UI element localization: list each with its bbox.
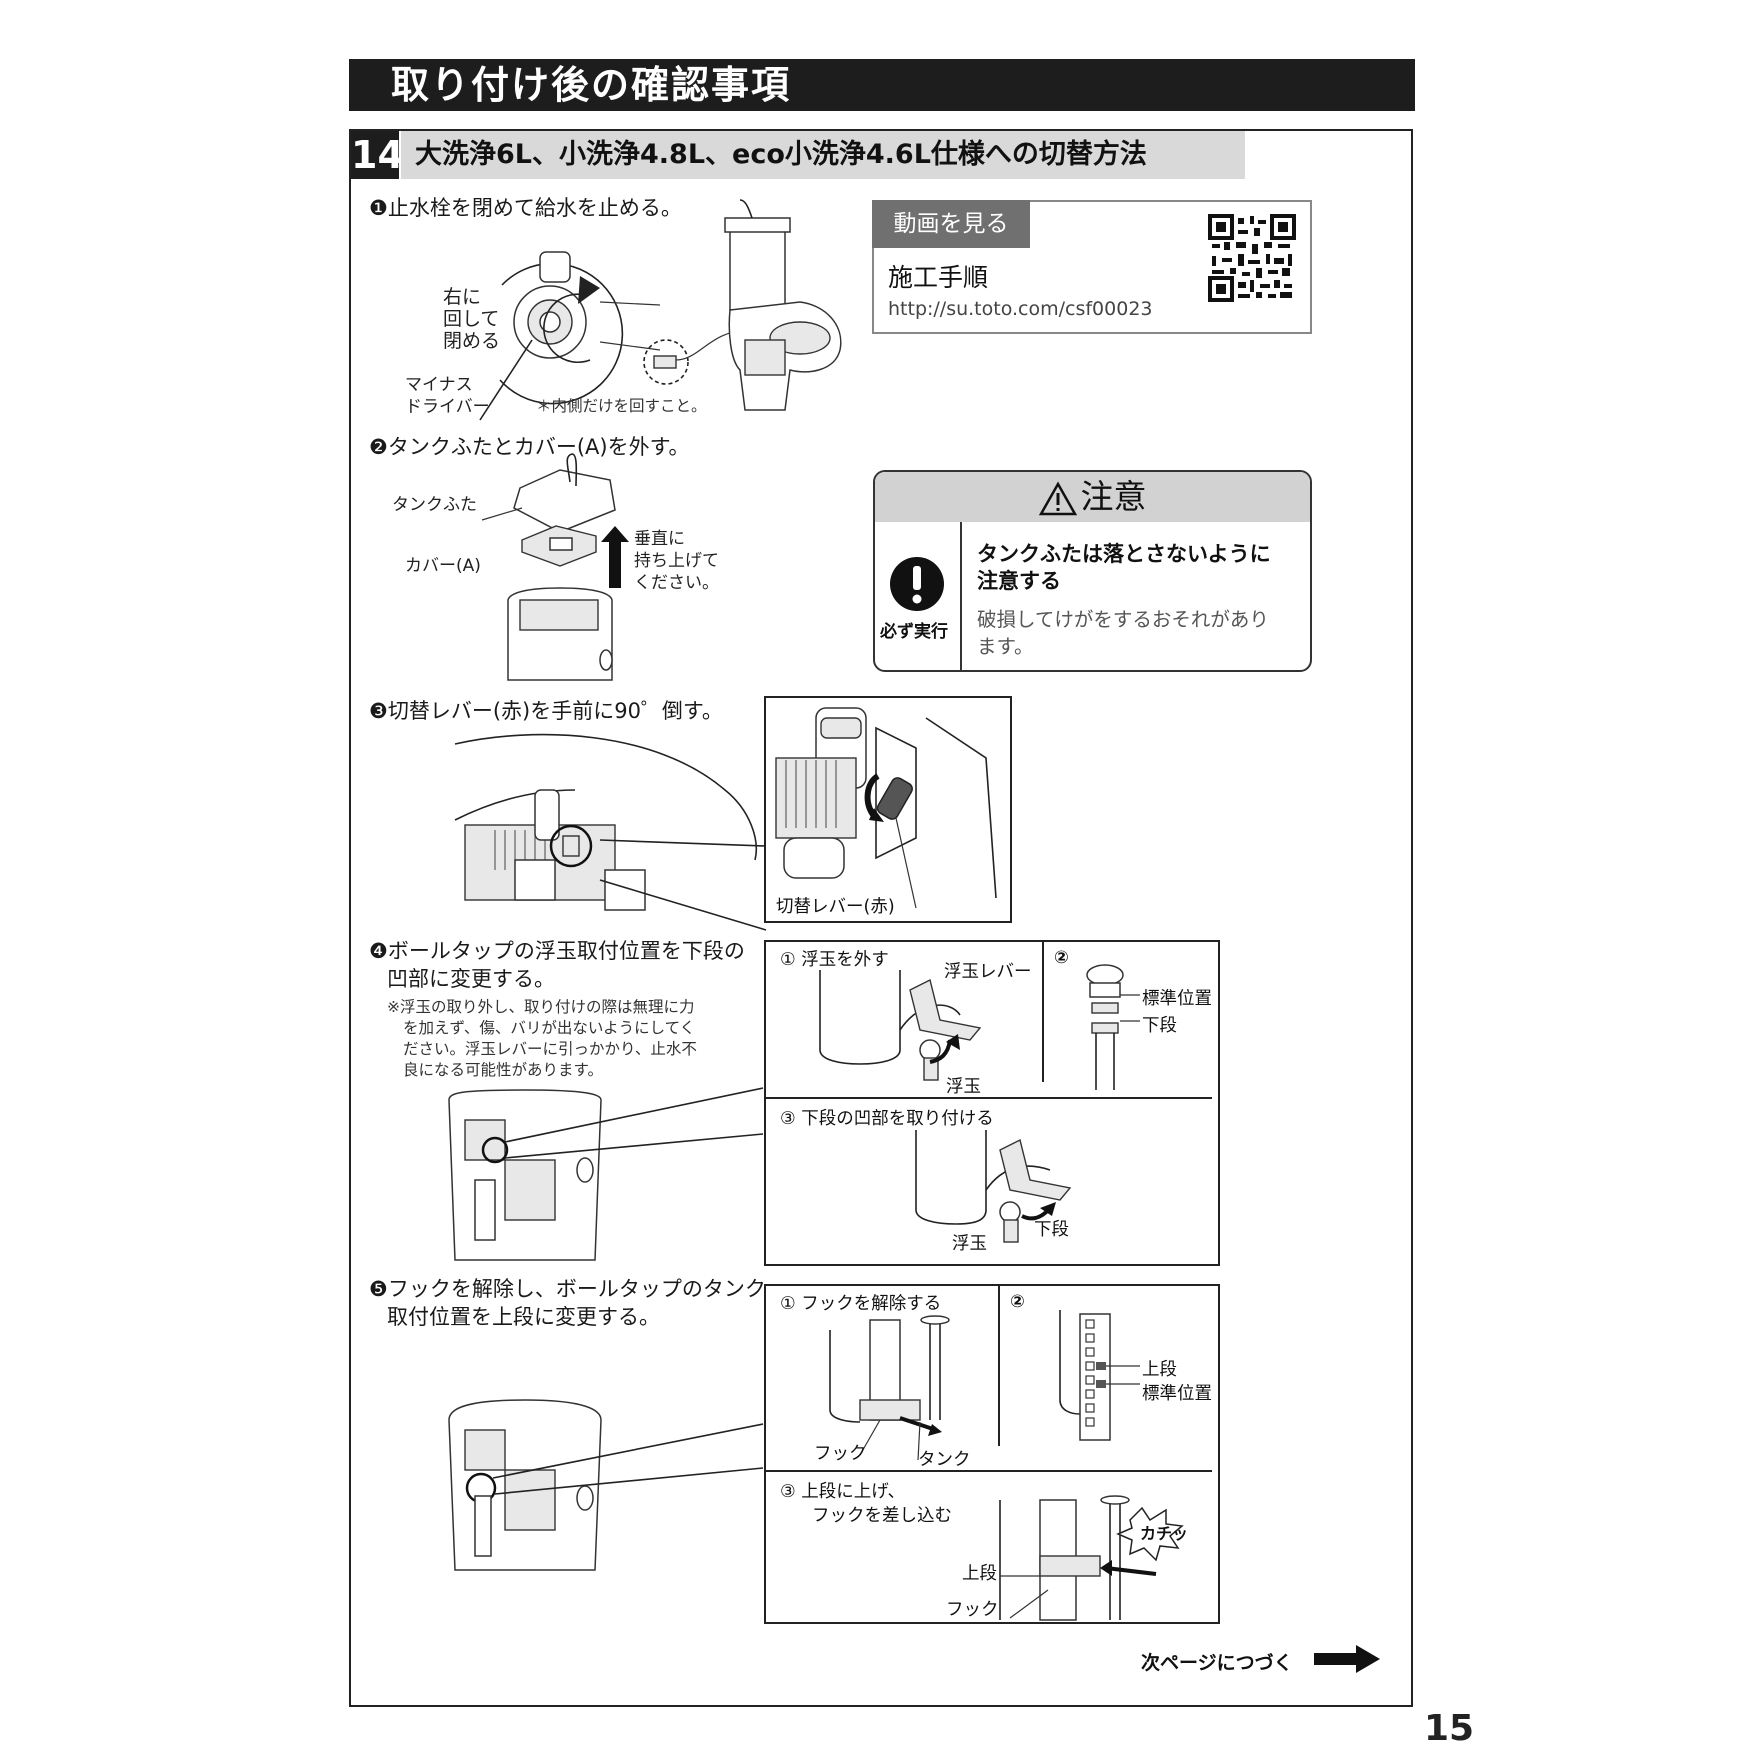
step4-sub1-illustration — [819, 970, 982, 1081]
step4-sub2-lower: 下段 — [1142, 1016, 1177, 1036]
step5-text-2: 取付位置を上段に変更する。 — [387, 1305, 660, 1329]
caution-main-text-1: タンクふたは落とさないように — [977, 542, 1271, 566]
tank-lid-illustration — [507, 453, 629, 681]
qr-code-icon[interactable] — [1208, 214, 1296, 302]
video-title: 施工手順 — [888, 263, 989, 292]
step2-label-lift-1: 垂直に — [634, 529, 685, 549]
step4-sub1-lever: 浮玉レバー — [944, 962, 1032, 982]
caution-sub-text-1: 破損してけがをするおそれがあり — [977, 608, 1269, 631]
step4-text-2: 凹部に変更する。 — [387, 967, 555, 991]
step5-sub3-hook: フック — [946, 1600, 999, 1620]
step4-sub2-illustration — [1086, 964, 1140, 1090]
step3-leader-lines — [599, 839, 767, 931]
step3-label-lever: 切替レバー(赤) — [776, 897, 895, 917]
step1-label-driver-1: マイナス — [405, 375, 473, 395]
section-number: 14 — [351, 131, 404, 179]
step5-panel-divider-h — [766, 1470, 1212, 1472]
tank-interior-illustration — [454, 733, 757, 911]
caution-box — [873, 470, 1312, 672]
caution-main-text-2: 注意する — [977, 569, 1061, 593]
step4-sub2-standard: 標準位置 — [1142, 989, 1212, 1009]
step4-note-3: ださい。浮玉レバーに引っかかり、止水不 — [403, 1040, 697, 1058]
page-header-bar: 取り付け後の確認事項 — [349, 59, 1415, 111]
step5-sub2-illustration — [1059, 1310, 1140, 1441]
step4-detail-panel — [764, 940, 1220, 1266]
step1-label-turn-1: 右に — [443, 286, 482, 308]
step4-sub3-title: ③ 下段の凹部を取り付ける — [780, 1109, 994, 1129]
step4-sub3-float: 浮玉 — [952, 1234, 987, 1254]
page-title: 取り付け後の確認事項 — [391, 63, 792, 107]
step4-tank-illustration — [448, 1087, 764, 1261]
video-url[interactable]: http://su.toto.com/csf00023 — [888, 298, 1153, 320]
step1-text: ❶止水栓を閉めて給水を止める。 — [369, 196, 682, 220]
section-frame — [349, 129, 1413, 1707]
step2-label-lid: タンクふた — [392, 495, 477, 515]
step1-note: ＊内側だけを回すこと。 — [536, 397, 707, 415]
step4-sub1-title: ① 浮玉を外す — [780, 950, 889, 970]
step4-note-1: ※浮玉の取り外し、取り付けの際は無理に力 — [387, 998, 695, 1016]
step5-tank-illustration — [448, 1399, 764, 1571]
step1-label-driver-2: ドライバー — [405, 397, 490, 417]
caution-heading: 注意 — [1080, 477, 1147, 516]
step5-sub1-illustration — [829, 1315, 950, 1461]
switch-lever-detail-illustration — [775, 707, 997, 909]
warning-triangle-icon — [1038, 480, 1077, 515]
step4-note-4: 良になる可能性があります。 — [403, 1061, 603, 1079]
step2-text: ❷タンクふたとカバー(A)を外す。 — [369, 435, 690, 459]
step3-text: ❸切替レバー(赤)を手前に90゜倒す。 — [369, 699, 723, 723]
step5-text-1: ❺フックを解除し、ボールタップのタンク — [369, 1277, 766, 1301]
step5-sub2-num: ② — [1010, 1292, 1025, 1312]
step2-label-lift-2: 持ち上げて — [634, 551, 719, 571]
video-box — [872, 200, 1312, 334]
step4-note-2: を加えず、傷、バリが出ないようにしてく — [403, 1019, 696, 1037]
step5-sub2-upper: 上段 — [1142, 1360, 1177, 1380]
arrow-right-icon — [1314, 1645, 1380, 1673]
step2-label-lift-3: ください。 — [634, 573, 719, 593]
step4-sub3-lower: 下段 — [1034, 1220, 1069, 1240]
step2-lid-leader — [481, 507, 523, 521]
step4-text-1: ❹ボールタップの浮玉取付位置を下段の — [369, 939, 745, 963]
step5-sub3-illustration — [999, 1495, 1184, 1621]
step4-sub3-illustration — [915, 1130, 1072, 1243]
section-title: 大洗浄6L、小洗浄4.8L、eco小洗浄4.6L仕様への切替方法 — [401, 131, 1245, 179]
step5-sub1-tank: タンク — [918, 1450, 971, 1470]
stop-valve-illustration — [479, 199, 842, 421]
step4-panel-divider-h — [766, 1097, 1212, 1099]
caution-sub-text-2: ます。 — [977, 635, 1034, 658]
step5-sub3-title-2: フックを差し込む — [812, 1506, 952, 1526]
step5-sub1-hook: フック — [814, 1444, 867, 1464]
step5-sub1-title: ① フックを解除する — [780, 1294, 942, 1314]
step2-label-cover: カバー(A) — [405, 556, 481, 576]
caution-header: 注意 — [875, 472, 1310, 522]
video-tab[interactable]: 動画を見る — [872, 200, 1030, 248]
mandatory-action-icon — [890, 557, 944, 611]
step1-label-turn-2: 回して — [443, 308, 500, 330]
continue-label: 次ページにつづく — [1141, 1652, 1293, 1674]
page-number: 15 — [1424, 1708, 1475, 1749]
step5-sub3-upper: 上段 — [962, 1564, 997, 1584]
step1-label-turn-3: 閉める — [443, 330, 501, 352]
caution-icon-label: 必ず実行 — [880, 622, 948, 642]
step4-panel-divider-v — [1042, 942, 1044, 1082]
step5-sub3-click: カチッ — [1140, 1524, 1189, 1543]
step4-sub2-num: ② — [1054, 948, 1069, 968]
step4-sub1-float: 浮玉 — [946, 1077, 981, 1097]
caution-divider — [960, 522, 962, 670]
step5-sub3-title-1: ③ 上段に上げ、 — [780, 1482, 906, 1502]
step5-sub2-standard: 標準位置 — [1142, 1384, 1212, 1404]
step5-detail-panel — [764, 1284, 1220, 1624]
step5-panel-divider-v — [998, 1286, 1000, 1446]
